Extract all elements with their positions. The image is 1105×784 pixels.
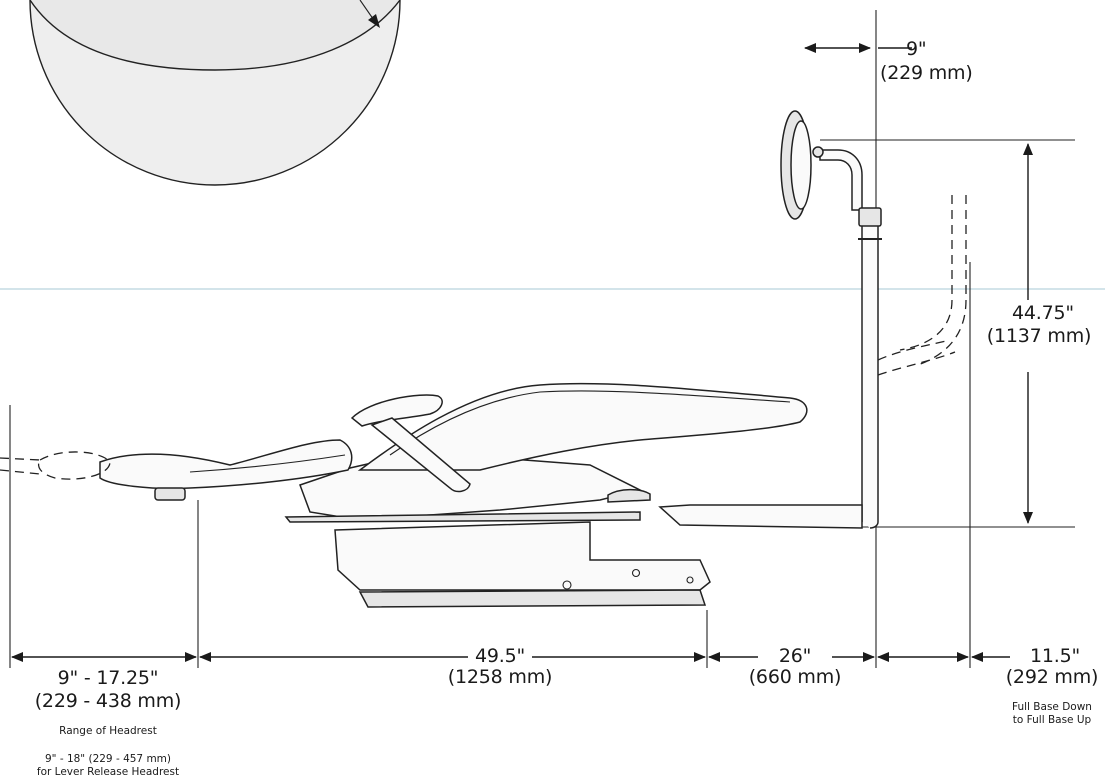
dimension-lines bbox=[11, 43, 1033, 662]
detail-circle bbox=[29, 0, 401, 186]
base-to-pole-metric: (660 mm) bbox=[748, 666, 842, 688]
base-to-pole-value: 26" bbox=[778, 645, 812, 667]
chair-length-metric: (1258 mm) bbox=[447, 666, 553, 688]
base-travel-note-line2: to Full Base Up bbox=[1012, 714, 1092, 726]
lever-headrest-note-line2: for Lever Release Headrest bbox=[36, 766, 180, 778]
chair-length-value: 49.5" bbox=[474, 645, 526, 667]
headrest-range-value: 9" - 17.25" bbox=[57, 667, 159, 689]
operating-light bbox=[780, 110, 967, 529]
headrest-range-caption: Range of Headrest bbox=[59, 725, 157, 737]
light-height-metric: (1137 mm) bbox=[986, 325, 1092, 347]
base-travel-value: 11.5" bbox=[1029, 645, 1081, 667]
light-arm-offset-metric: (229 mm) bbox=[880, 62, 973, 84]
light-arm-offset-value: 9" bbox=[906, 38, 927, 60]
lever-headrest-note-line1: 9" - 18" (229 - 457 mm) bbox=[44, 753, 172, 765]
light-height-value: 44.75" bbox=[1012, 302, 1074, 324]
chair-base bbox=[334, 504, 863, 608]
base-travel-metric: (292 mm) bbox=[1005, 666, 1099, 688]
headrest-range-metric: (229 - 438 mm) bbox=[34, 690, 182, 712]
chair-body bbox=[0, 382, 808, 523]
base-travel-note-line1: Full Base Down bbox=[1012, 701, 1092, 713]
